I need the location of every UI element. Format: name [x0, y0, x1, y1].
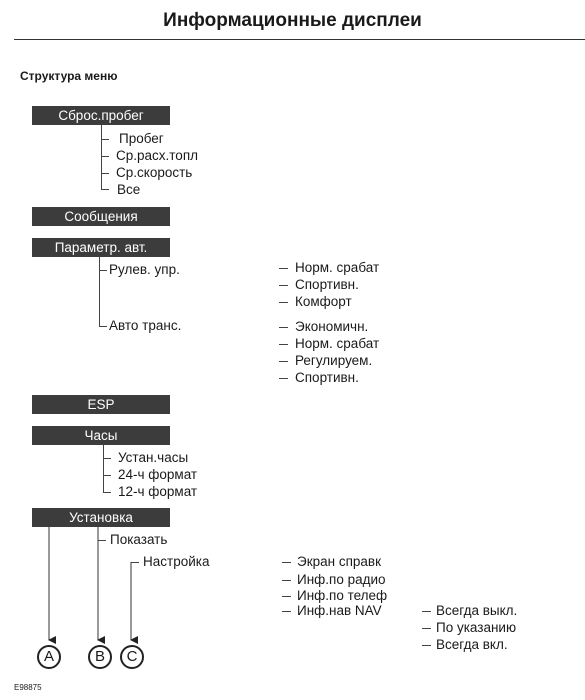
tree-tick [101, 189, 109, 190]
option-phone-info: Инф.по телеф [297, 588, 388, 603]
option-dash [279, 361, 288, 362]
item-auto-trans: Авто транс. [109, 318, 182, 333]
connector-b: B [88, 645, 112, 669]
tree-line [99, 257, 100, 326]
tree-tick [103, 492, 111, 493]
tree-tick [98, 540, 106, 541]
option-steering-normal: Норм. срабат [295, 260, 380, 275]
tree-tick [103, 458, 111, 459]
tree-tick [101, 173, 109, 174]
option-dash [282, 562, 291, 563]
item-avg-fuel: Ср.расх.топл [116, 148, 199, 163]
option-dash [279, 302, 288, 303]
option-dash [422, 628, 431, 629]
option-dash [282, 611, 291, 612]
item-show: Показать [110, 532, 168, 547]
figure-id: E98875 [14, 683, 42, 692]
option-dash [279, 285, 288, 286]
option-nav-info: Инф.нав NAV [297, 603, 382, 618]
option-nav-on-request: По указанию [436, 620, 517, 635]
tree-line [103, 445, 104, 492]
option-steering-comfort: Комфорт [295, 294, 352, 309]
item-24h-format: 24-ч формат [118, 467, 198, 482]
title-divider [14, 39, 585, 40]
option-steering-sport: Спортивн. [295, 277, 359, 292]
tree-tick [101, 139, 109, 140]
item-all: Все [117, 182, 141, 197]
menu-trip-reset: Сброс.пробег [32, 106, 170, 125]
option-radio-info: Инф.по радио [297, 572, 386, 587]
tree-line [101, 125, 102, 189]
tree-tick [99, 326, 107, 327]
item-settings: Настройка [143, 554, 210, 569]
item-mileage: Пробег [119, 131, 164, 146]
connector-c: C [120, 645, 144, 669]
option-dash [282, 580, 291, 581]
tree-tick [103, 475, 111, 476]
option-dash [279, 327, 288, 328]
section-title: Структура меню [20, 69, 118, 83]
option-trans-sport: Спортивн. [295, 370, 359, 385]
item-steering: Рулев. упр. [109, 262, 180, 277]
option-dash [279, 268, 288, 269]
item-avg-speed: Ср.скорость [116, 165, 193, 180]
page-title: Информационные дисплеи [163, 10, 422, 31]
tree-tick [101, 156, 109, 157]
option-trans-normal: Норм. срабат [295, 336, 380, 351]
menu-setup: Установка [32, 508, 170, 527]
option-nav-always-off: Всегда выкл. [436, 603, 518, 618]
menu-messages: Сообщения [32, 207, 170, 226]
tree-tick [131, 562, 139, 563]
option-trans-economy: Экономичн. [295, 319, 369, 334]
menu-vehicle-params: Параметр. авт. [32, 238, 170, 257]
menu-esp: ESP [32, 395, 170, 414]
option-dash [279, 344, 288, 345]
option-dash [282, 596, 291, 597]
option-dash [422, 645, 431, 646]
option-dash [422, 611, 431, 612]
option-help-screen: Экран справк [297, 554, 381, 569]
option-dash [279, 378, 288, 379]
option-trans-adjustable: Регулируем. [295, 353, 373, 368]
item-set-clock: Устан.часы [118, 450, 189, 465]
connector-a: A [37, 645, 61, 669]
option-nav-always-on: Всегда вкл. [436, 637, 508, 652]
menu-clock: Часы [32, 426, 170, 445]
tree-tick [99, 270, 107, 271]
item-12h-format: 12-ч формат [118, 484, 198, 499]
